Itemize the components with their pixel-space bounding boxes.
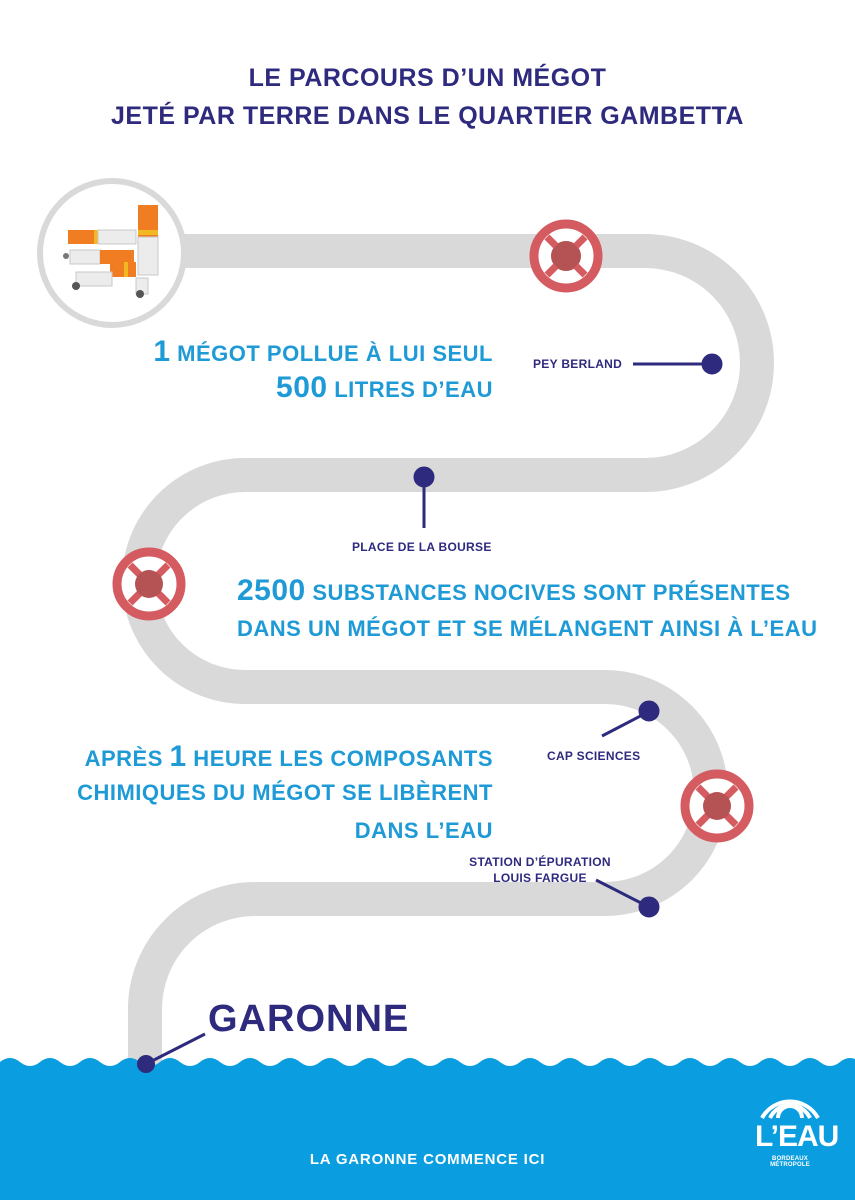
garonne-label: GARONNE [208, 998, 410, 1040]
logo-arcs-icon [760, 1099, 820, 1120]
fact-3-number: 1 [169, 740, 187, 773]
stop-station-line-1: STATION D’ÉPURATION [469, 855, 611, 869]
fact-3-line-2: CHIMIQUES DU MÉGOT SE LIBÈRENT [77, 780, 493, 805]
drain-icon [112, 547, 186, 621]
pin-line-garonne [147, 1032, 206, 1065]
leau-logo: L’EAU BORDEAUX MÉTROPOLE [755, 1078, 839, 1170]
pin-dot-station [638, 896, 660, 918]
pin-dot-bourse [413, 466, 435, 488]
fact-2-line-2: DANS UN MÉGOT ET SE MÉLANGENT AINSI À L’… [237, 616, 818, 641]
fact-3-text: HEURE LES COMPOSANTS [186, 746, 493, 771]
winding-path [110, 234, 774, 1070]
fact-3-line-1: APRÈS 1 HEURE LES COMPOSANTS [85, 742, 493, 772]
logo-subtitle: BORDEAUX MÉTROPOLE [770, 1156, 810, 1168]
fact-3-line-3: DANS L’EAU [354, 818, 493, 843]
logo-wordmark: L’EAU [755, 1120, 839, 1153]
pin-line-station [595, 878, 648, 908]
fact-2-line-1: 2500 SUBSTANCES NOCIVES SONT PRÉSENTES [237, 576, 791, 606]
fact-1-text: MÉGOT POLLUE À LUI SEUL [170, 341, 493, 366]
drain-icon [529, 219, 603, 293]
fact-2-number: 2500 [237, 574, 306, 607]
stop-station-epuration: STATION D’ÉPURATION LOUIS FARGUE [466, 854, 614, 886]
fact-1-line-1: 1 MÉGOT POLLUE À LUI SEUL [153, 337, 493, 367]
title-line-2: JETÉ PAR TERRE DANS LE QUARTIER GAMBETTA [111, 102, 744, 130]
fact-1-number: 1 [153, 335, 171, 368]
stop-place-de-la-bourse: PLACE DE LA BOURSE [352, 540, 492, 554]
stop-station-line-2: LOUIS FARGUE [493, 871, 587, 886]
cigarette-butts-icon [37, 178, 187, 328]
title-line-1: LE PARCOURS D’UN MÉGOT [248, 64, 607, 92]
fact-3-prefix: APRÈS [84, 746, 170, 771]
footer-tagline: LA GARONNE COMMENCE ICI [309, 1151, 546, 1168]
pin-dot-garonne [137, 1055, 155, 1073]
fact-1-line-2: 500 LITRES D’EAU [276, 373, 493, 403]
pin-dot-cap-sciences [638, 700, 660, 722]
stop-cap-sciences: CAP SCIENCES [547, 749, 641, 763]
pin-dot-pey-berland [701, 353, 723, 375]
stop-pey-berland: PEY BERLAND [533, 357, 623, 371]
fact-1-unit: LITRES D’EAU [327, 377, 493, 402]
fact-2-text: SUBSTANCES NOCIVES SONT PRÉSENTES [305, 580, 791, 605]
water-waves-icon [0, 1058, 855, 1200]
fact-1-volume: 500 [276, 371, 328, 404]
drain-icon [680, 769, 754, 843]
